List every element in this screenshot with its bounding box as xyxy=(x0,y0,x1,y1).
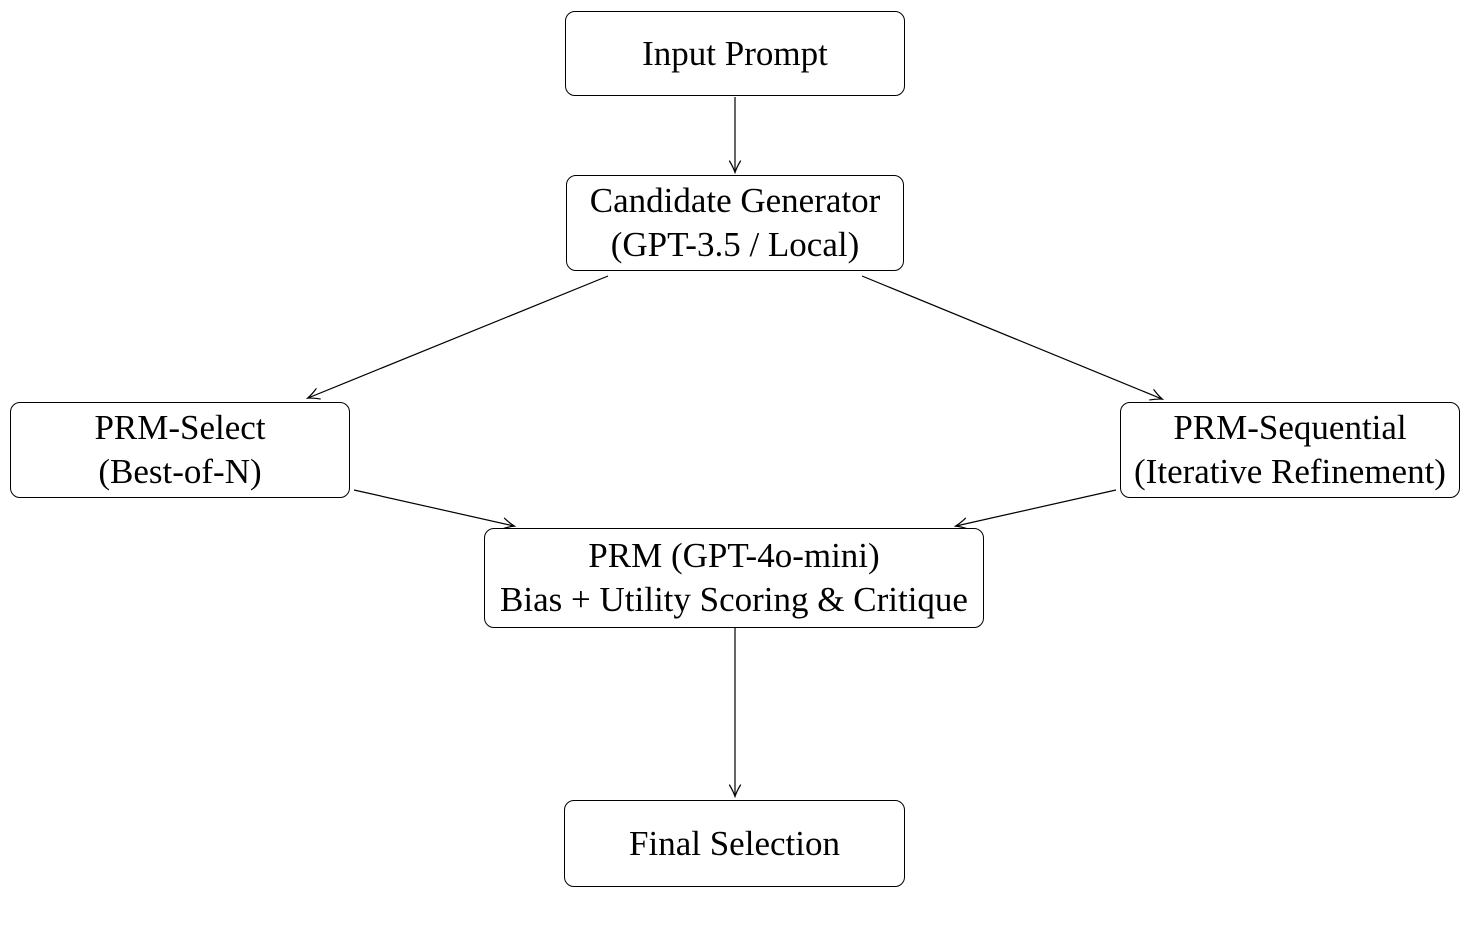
node-candidate-generator-label-line1: Candidate Generator xyxy=(589,181,881,221)
node-final-selection: Final Selection xyxy=(564,800,905,887)
node-prm-scorer-label-line2: Bias + Utility Scoring & Critique xyxy=(500,580,968,619)
node-candidate-generator-label-line2: (GPT-3.5 / Local) xyxy=(610,225,860,264)
edge-prm-select-to-prm-scorer xyxy=(353,489,517,530)
edge-candidate-generator-to-prm-sequential xyxy=(861,275,1165,401)
node-input-prompt: Input Prompt xyxy=(565,11,905,96)
node-prm-sequential-label-line2: (Iterative Refinement) xyxy=(1134,452,1446,491)
node-prm-select-label-line2: (Best-of-N) xyxy=(98,452,262,491)
node-candidate-generator: Candidate Generator (GPT-3.5 / Local) xyxy=(566,175,904,271)
node-prm-select-label-line1: PRM-Select xyxy=(94,408,266,448)
node-prm-sequential-label-line1: PRM-Sequential xyxy=(1173,408,1407,448)
node-final-selection-label: Final Selection xyxy=(629,823,840,863)
node-prm-scorer: PRM (GPT-4o-mini) Bias + Utility Scoring… xyxy=(484,528,984,628)
node-input-prompt-label: Input Prompt xyxy=(642,33,828,73)
edge-prm-sequential-to-prm-scorer xyxy=(953,489,1117,530)
node-prm-scorer-label-line1: PRM (GPT-4o-mini) xyxy=(588,536,880,576)
node-prm-sequential: PRM-Sequential (Iterative Refinement) xyxy=(1120,402,1460,498)
node-prm-select: PRM-Select (Best-of-N) xyxy=(10,402,350,498)
edge-candidate-generator-to-prm-select xyxy=(305,275,609,400)
